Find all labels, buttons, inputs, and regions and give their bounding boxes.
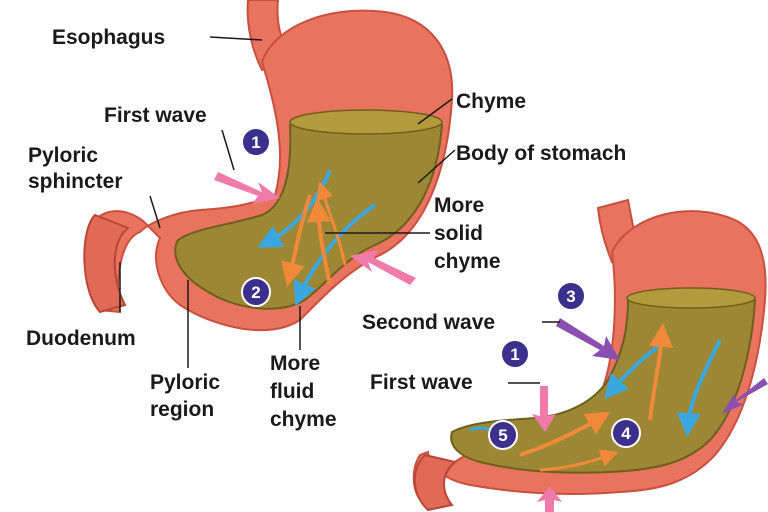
duodenum-tube	[83, 213, 131, 314]
step-badge-1-top: 1	[241, 127, 271, 157]
svg-text:2: 2	[251, 283, 260, 302]
leader-lines	[119, 36, 560, 384]
svg-text:4: 4	[621, 424, 631, 443]
label-chyme: Chyme	[456, 90, 526, 113]
step-badge-3: 3	[556, 281, 586, 311]
label-more-fluid-3: chyme	[270, 408, 337, 431]
svg-text:1: 1	[510, 345, 519, 364]
label-more-solid-1: More	[434, 194, 484, 217]
step-badge-4: 4	[611, 418, 641, 448]
label-body-of-stomach: Body of stomach	[456, 142, 626, 165]
svg-text:5: 5	[498, 426, 507, 445]
label-pyloric-sphincter-2: sphincter	[28, 170, 123, 193]
step-badge-1-bottom: 1	[500, 339, 530, 369]
svg-text:3: 3	[566, 287, 575, 306]
label-first-wave-bottom: First wave	[370, 371, 473, 394]
label-pyloric-region-2: region	[150, 398, 214, 421]
label-first-wave-top: First wave	[104, 104, 207, 127]
label-esophagus: Esophagus	[52, 26, 165, 49]
stomach-top	[83, 0, 454, 332]
label-second-wave: Second wave	[362, 311, 495, 334]
labels: Esophagus First wave Pyloric sphincter C…	[26, 26, 626, 431]
svg-text:1: 1	[251, 133, 260, 152]
label-more-fluid-1: More	[270, 352, 320, 375]
step-badge-5: 5	[488, 420, 518, 450]
label-pyloric-region-1: Pyloric	[150, 371, 220, 394]
label-more-fluid-2: fluid	[270, 380, 314, 403]
label-more-solid-2: solid	[434, 222, 483, 245]
label-pyloric-sphincter-1: Pyloric	[28, 144, 98, 167]
label-more-solid-3: chyme	[434, 250, 501, 273]
wave-arrows	[214, 172, 768, 512]
stomach-bottom	[412, 198, 767, 512]
duodenum-tube-bottom	[413, 453, 458, 512]
label-duodenum: Duodenum	[26, 327, 136, 350]
step-badge-2: 2	[241, 277, 271, 307]
